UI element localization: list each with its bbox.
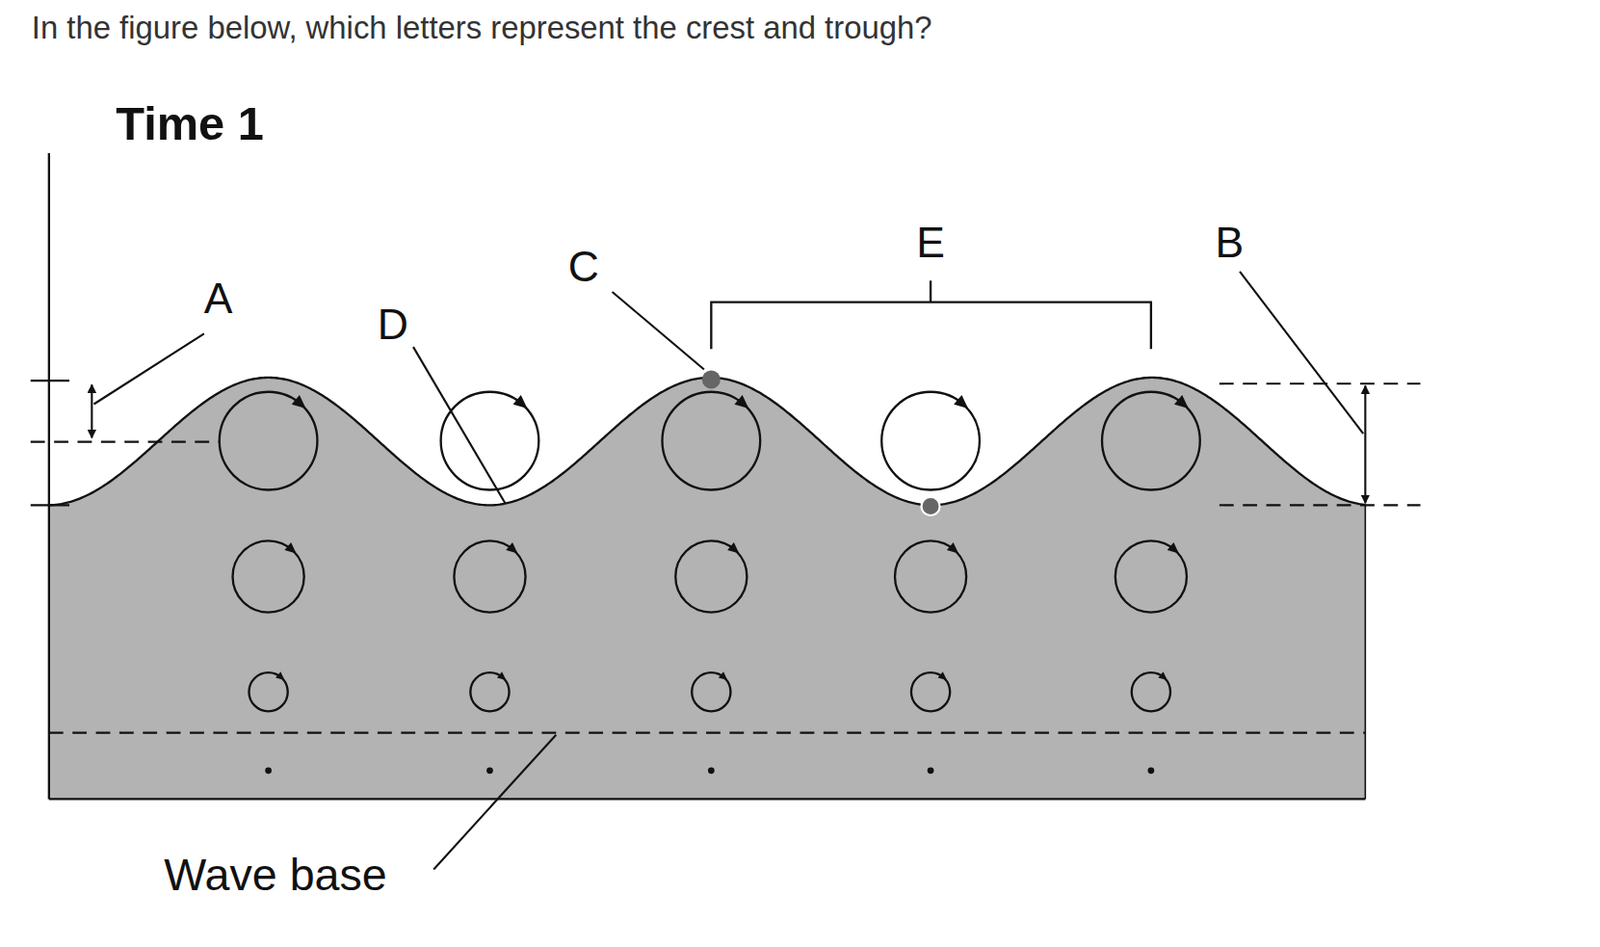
leader-line — [413, 346, 505, 503]
leader-line — [612, 291, 705, 370]
still-dot — [708, 766, 715, 774]
orbit-arrowhead — [291, 394, 307, 409]
height-arrow — [1363, 385, 1366, 503]
water-orbit — [1101, 392, 1201, 491]
water-orbit — [233, 540, 305, 612]
amplitude-arrow — [90, 384, 93, 438]
orbit-circle — [691, 672, 731, 711]
crest-level — [1219, 382, 1421, 385]
orbit-arrowhead — [284, 542, 296, 553]
question-title: In the figure below, which letters repre… — [31, 12, 933, 45]
orbit-circle — [219, 392, 318, 491]
orbit-arrowhead — [1174, 394, 1189, 409]
callout-letter: B — [1215, 221, 1245, 264]
orbit-circle — [881, 392, 980, 491]
wave-surface — [49, 377, 1365, 505]
orbit-arrowhead — [734, 394, 749, 409]
orbit-circle — [470, 672, 509, 711]
orbit-arrowhead — [497, 671, 506, 681]
callout-letter: E — [916, 221, 945, 264]
still-dot — [264, 766, 272, 774]
orbit-circle — [1131, 672, 1171, 711]
wave-base-label: Wave base — [163, 852, 387, 898]
wave-base-line — [49, 732, 1365, 735]
level-tick — [30, 503, 70, 506]
trough-level — [1219, 503, 1421, 506]
callout-letter: A — [204, 277, 234, 320]
water-orbit — [894, 540, 967, 612]
orbit-circle — [233, 540, 305, 612]
water-orbit — [881, 392, 980, 491]
still-dot — [1148, 766, 1155, 774]
orbit-arrowhead — [953, 394, 969, 409]
still-water-level — [30, 441, 220, 444]
orbit-arrowhead — [1157, 671, 1167, 681]
water-orbit — [453, 540, 525, 612]
water-orbit — [675, 540, 747, 612]
orbit-circle — [1115, 540, 1187, 612]
sea-floor — [49, 797, 1365, 800]
orbit-arrowhead — [938, 671, 947, 681]
orbit-arrowhead — [1167, 542, 1180, 553]
trough-dot — [921, 497, 941, 516]
leader-line — [1239, 271, 1364, 434]
orbit-circle — [248, 672, 288, 711]
orbit-circle — [1101, 392, 1201, 491]
crest-dot — [702, 370, 721, 390]
callout-letter: C — [568, 245, 600, 289]
right-edge — [1364, 504, 1367, 799]
callout-letter: D — [377, 303, 409, 346]
water-orbit — [911, 671, 950, 711]
orbit-arrowhead — [718, 671, 728, 681]
orbit-arrowhead — [946, 542, 959, 553]
orbit-arrowhead — [275, 671, 285, 681]
left-axis — [48, 153, 51, 800]
orbit-circle — [911, 672, 950, 711]
orbit-group — [219, 392, 1201, 712]
orbit-arrowhead — [727, 542, 739, 553]
orbit-arrowhead — [513, 394, 528, 409]
orbit-circle — [661, 392, 761, 491]
water-orbit — [248, 671, 288, 711]
bracket-tick — [929, 280, 932, 302]
water-orbit — [1115, 540, 1187, 612]
still-dot — [927, 766, 935, 774]
orbit-circle — [894, 540, 967, 612]
wavelength-bracket — [710, 302, 1152, 350]
orbit-circle — [675, 540, 747, 612]
leader-line — [433, 734, 556, 870]
water-orbit — [219, 392, 318, 491]
orbit-arrowhead — [505, 542, 518, 553]
still-dot — [486, 766, 494, 774]
figure-heading: Time 1 — [115, 100, 263, 148]
orbit-circle — [453, 540, 525, 612]
still-water-dots — [264, 766, 1155, 774]
level-tick — [30, 379, 70, 382]
leader-line — [93, 333, 204, 404]
water-orbit — [1131, 671, 1171, 711]
water-orbit — [661, 392, 761, 491]
water-orbit — [470, 671, 509, 711]
water-body — [49, 377, 1365, 799]
water-orbit — [691, 671, 731, 711]
